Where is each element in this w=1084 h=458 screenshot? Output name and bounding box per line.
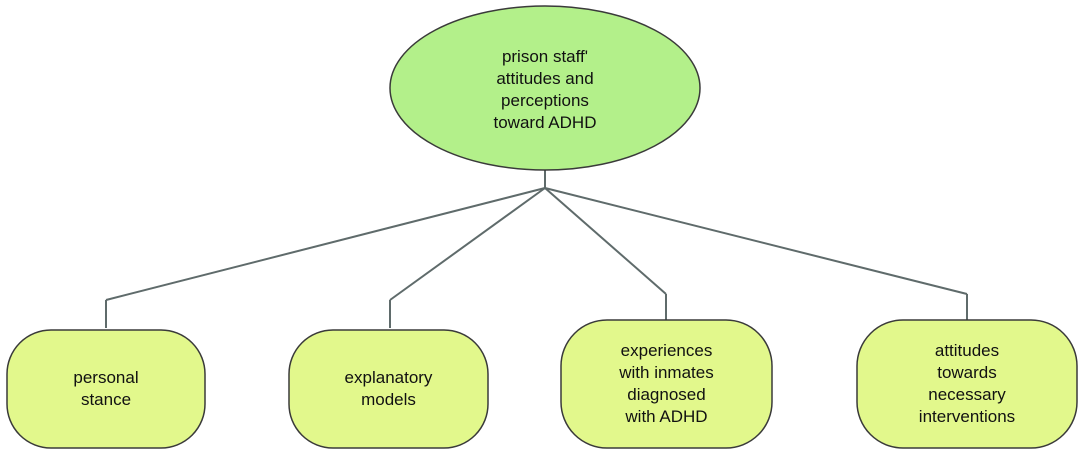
child-node-label-box-2: explanatory models	[299, 340, 478, 438]
child-node-label-box-4: attitudes towards necessary intervention…	[867, 330, 1067, 438]
root-node-label: prison staff' attitudes and perceptions …	[493, 47, 597, 132]
connector-line-1	[105, 187, 546, 301]
child-node-shape-personal-stance	[6, 329, 206, 449]
child-node-shape-experiences	[560, 319, 773, 449]
child-node-label-attitudes: attitudes towards necessary intervention…	[918, 341, 1016, 426]
root-node-shape	[389, 5, 701, 171]
child-node-label-personal-stance: personal stance	[73, 368, 139, 409]
child-node-shape-attitudes	[856, 319, 1078, 449]
root-node-label-box: prison staff' attitudes and perceptions …	[430, 30, 660, 150]
connector-line-4	[544, 187, 968, 295]
connector-line-2	[389, 187, 546, 301]
child-node-label-explanatory-models: explanatory models	[344, 368, 433, 409]
child-node-shape-explanatory-models	[288, 329, 489, 449]
connector-line-3	[544, 187, 667, 295]
child-node-label-box-1: personal stance	[17, 340, 195, 438]
connector-lines	[105, 168, 968, 328]
child-node-label-experiences: experiences with inmates diagnosed with …	[619, 341, 714, 426]
child-node-label-box-3: experiences with inmates diagnosed with …	[571, 330, 762, 438]
